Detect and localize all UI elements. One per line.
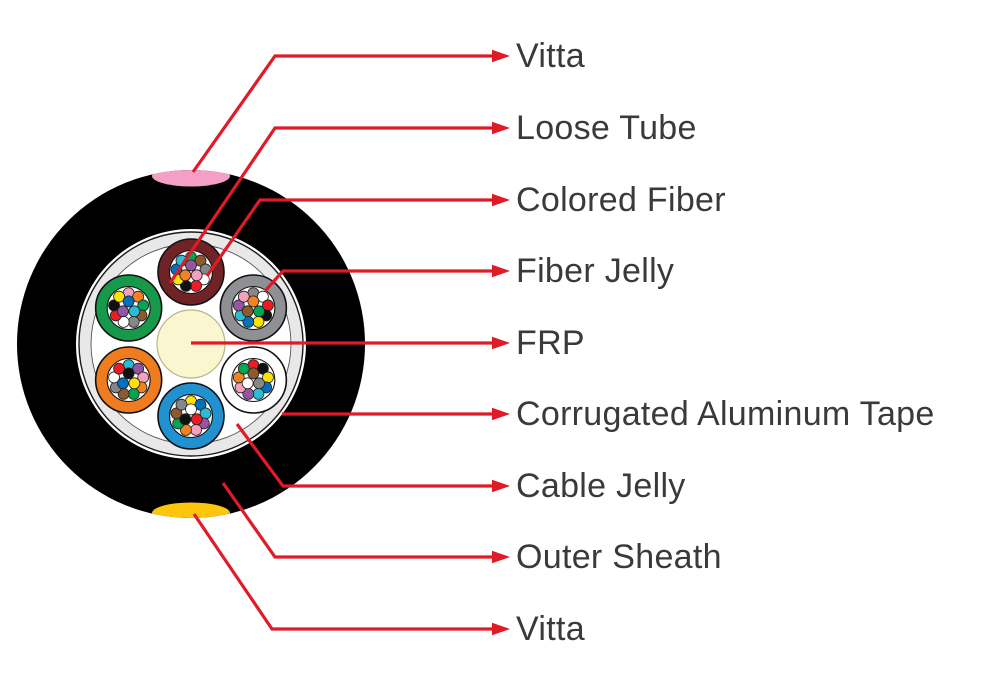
leader-colored-fiber — [205, 193, 510, 277]
colored-fiber — [108, 371, 120, 384]
colored-fiber — [194, 254, 207, 267]
colored-fiber — [190, 269, 203, 282]
arrowhead — [492, 121, 510, 135]
colored-fiber — [253, 377, 265, 390]
leader-vitta-top — [191, 49, 510, 173]
colored-fiber — [170, 407, 183, 420]
colored-fiber — [247, 295, 260, 308]
colored-fiber — [232, 371, 245, 384]
arrowhead — [492, 407, 510, 421]
arrowhead — [492, 264, 510, 278]
colored-fiber — [232, 299, 245, 312]
leader-corrugated-aluminum-tape — [282, 407, 510, 421]
colored-fiber — [252, 388, 265, 400]
arrowhead — [492, 49, 510, 63]
colored-fiber — [190, 424, 202, 436]
label-colored-fiber: Colored Fiber — [516, 180, 726, 219]
leader-cable-jelly — [235, 423, 510, 493]
colored-fiber — [252, 316, 265, 328]
colored-fiber — [237, 362, 250, 375]
leader-lines — [168, 49, 510, 636]
label-loose-tube: Loose Tube — [516, 108, 697, 147]
colored-fiber — [190, 413, 203, 426]
loose-tube-lower-right — [219, 346, 288, 414]
leader-frp — [191, 336, 510, 350]
colored-fiber — [122, 295, 135, 308]
colored-fiber — [128, 377, 141, 390]
colored-fiber — [256, 362, 269, 375]
label-fiber-jelly: Fiber Jelly — [516, 251, 675, 290]
leader-fiber-jelly — [263, 264, 510, 293]
colored-fiber — [113, 290, 126, 303]
arrowhead — [492, 550, 510, 564]
colored-fiber — [117, 305, 129, 318]
vitta-bottom-mark — [152, 502, 230, 518]
arrowhead — [492, 479, 510, 493]
loose-tube-bottom — [157, 382, 225, 450]
label-vitta-bottom: Vitta — [516, 609, 585, 648]
leader-loose-tube — [168, 121, 510, 284]
leader-outer-sheath — [221, 482, 510, 564]
colored-fiber — [122, 367, 135, 380]
loose-tube-top — [157, 238, 225, 306]
loose-tube-lower-left — [94, 346, 163, 414]
arrowhead — [492, 622, 510, 636]
colored-fiber — [108, 299, 120, 312]
colored-fiber — [113, 362, 126, 375]
colored-fiber — [247, 367, 260, 380]
colored-fiber — [256, 290, 269, 303]
colored-fiber — [190, 280, 202, 292]
colored-fiber — [241, 305, 254, 318]
vitta-top-mark — [152, 170, 230, 187]
colored-fiber — [132, 290, 145, 303]
loose-tube-upper-left — [94, 274, 163, 342]
colored-fiber — [185, 403, 197, 416]
colored-fiber — [241, 377, 254, 390]
leader-vitta-bottom — [192, 513, 510, 636]
colored-fiber — [117, 377, 129, 390]
arrowhead — [492, 193, 510, 207]
arrowhead — [492, 336, 510, 350]
loose-tube-upper-right — [219, 274, 288, 342]
colored-fiber — [132, 362, 145, 375]
colored-fiber — [237, 290, 250, 303]
colored-fiber — [175, 398, 188, 411]
colored-fiber — [253, 305, 265, 318]
label-outer-sheath: Outer Sheath — [516, 537, 722, 576]
colored-fiber — [179, 413, 192, 426]
colored-fiber — [127, 388, 140, 400]
colored-fiber — [179, 269, 192, 282]
loose-tubes-layer — [94, 238, 288, 450]
colored-fiber — [127, 316, 140, 328]
label-corrugated-aluminum-tape: Corrugated Aluminum Tape — [516, 394, 935, 433]
label-frp: FRP — [516, 323, 585, 362]
label-vitta-top: Vitta — [516, 36, 585, 75]
label-cable-jelly: Cable Jelly — [516, 466, 686, 505]
colored-fiber — [185, 259, 197, 272]
colored-fiber — [194, 398, 207, 411]
colored-fiber — [128, 305, 141, 318]
